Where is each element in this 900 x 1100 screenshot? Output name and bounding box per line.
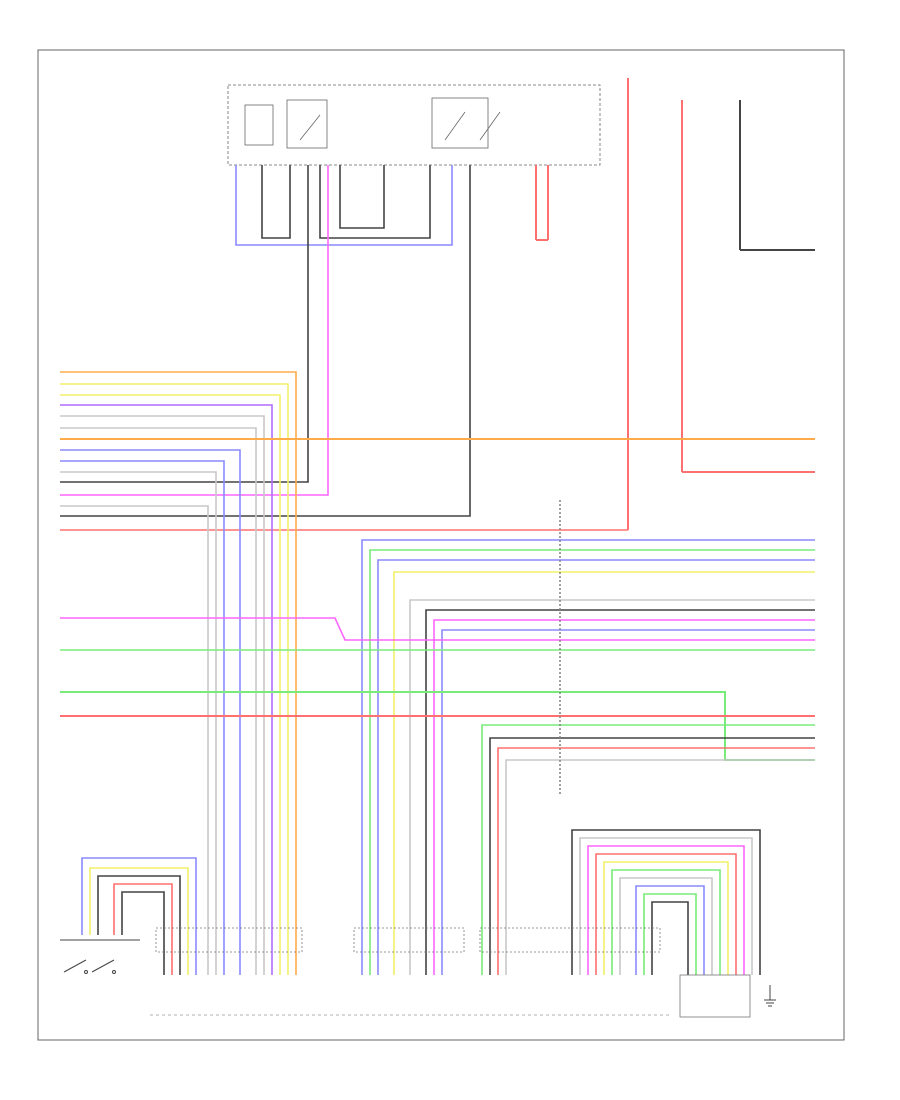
- left-harness: [60, 371, 815, 975]
- left-bottom-wires: [81, 857, 197, 975]
- relay-connector-wires: [60, 165, 628, 531]
- diagram-frame: [37, 49, 845, 1041]
- relay-box: [227, 84, 601, 166]
- fuse-wires: [535, 78, 815, 530]
- right-bottom-wires: [559, 500, 761, 975]
- ground-icon: [764, 985, 776, 1007]
- right-harness: [60, 539, 815, 975]
- connector-blocks: [155, 927, 751, 1018]
- switch-icon: [60, 939, 140, 974]
